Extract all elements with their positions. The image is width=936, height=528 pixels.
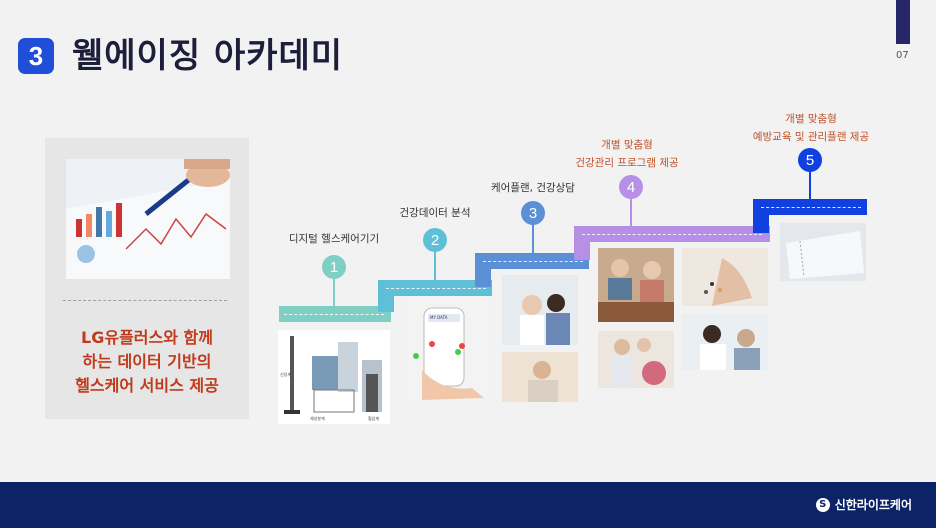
stair-dash-2	[386, 288, 486, 289]
phone-app-photo: MY DATA	[402, 296, 492, 400]
brand-logo: S 신한라이프케어	[815, 496, 912, 513]
step-4-label-line-1: 개별 맞춤형	[601, 139, 653, 151]
step-5-marker: 5	[798, 148, 822, 172]
step-4-pin	[630, 192, 632, 226]
step-5-pin	[809, 165, 811, 199]
step-4-marker: 4	[619, 175, 643, 199]
step-4-label: 개별 맞춤형 건강관리 프로그램 제공	[562, 138, 692, 171]
step-3-marker: 3	[521, 201, 545, 225]
panel-line-3: 헬스케어 서비스 제공	[75, 376, 219, 395]
section-number-badge: 3	[18, 38, 54, 74]
corner-accent-bar	[896, 0, 910, 44]
stair-dash-4	[582, 234, 762, 235]
step-5-label-line-2: 예방교육 및 관리플랜 제공	[752, 131, 870, 143]
stair-riser-2	[378, 280, 394, 312]
step-5-label-line-1: 개별 맞춤형	[785, 113, 837, 125]
doctor-patient-photo	[682, 314, 768, 370]
stair-riser-3	[475, 253, 491, 287]
stair-riser-4	[574, 226, 590, 260]
exercise-ball-photo	[598, 331, 674, 388]
step-2-label-line: 건강데이터 분석	[399, 207, 471, 219]
step-1-label: 디지털 헬스케어기기	[274, 232, 394, 247]
group-meal-photo	[598, 248, 674, 322]
senior-phone-photo	[502, 352, 578, 402]
stair-dash-3	[483, 261, 583, 262]
step-3-pin	[532, 218, 534, 253]
phone-screen-title: MY DATA	[430, 315, 448, 320]
brand-name: 신한라이프케어	[834, 498, 912, 512]
stair-riser-5	[753, 199, 769, 233]
step-1-label-line: 디지털 헬스케어기기	[288, 233, 380, 245]
step-2-label: 건강데이터 분석	[375, 206, 495, 221]
step-3-label: 케어플랜, 건강상담	[473, 181, 593, 196]
panel-description: LG유플러스와 함께 하는 데이터 기반의 헬스케어 서비스 제공	[45, 326, 249, 398]
step-1-pin	[333, 270, 335, 306]
health-kiosk-photo: 신장계 체성분계 혈압계	[278, 330, 390, 424]
kiosk-caption-mid: 체성분계	[310, 416, 325, 421]
step-3-label-line: 케어플랜, 건강상담	[491, 182, 575, 194]
notebook-photo	[780, 223, 866, 281]
chart-analysis-photo	[66, 159, 230, 279]
step-5-label: 개별 맞춤형 예방교육 및 관리플랜 제공	[745, 112, 877, 145]
pills-photo	[682, 248, 768, 306]
step-4-label-line-2: 건강관리 프로그램 제공	[575, 157, 679, 169]
page-number: 07	[896, 50, 909, 61]
panel-line-1: LG유플러스와 함께	[81, 328, 213, 347]
kiosk-caption-right: 혈압계	[368, 416, 380, 421]
stair-dash-1	[284, 314, 384, 315]
panel-divider	[63, 300, 227, 301]
stair-dash-5	[761, 207, 861, 208]
step-2-marker: 2	[423, 228, 447, 252]
page-title: 웰에이징 아카데미	[72, 36, 344, 76]
step-1-marker: 1	[322, 255, 346, 279]
shinhan-logo-icon: S	[815, 497, 830, 512]
consultation-photo	[502, 275, 578, 345]
footer-bar	[0, 482, 936, 528]
kiosk-caption-left: 신장계	[280, 372, 292, 377]
step-2-pin	[434, 245, 436, 280]
panel-line-2: 하는 데이터 기반의	[82, 352, 212, 371]
